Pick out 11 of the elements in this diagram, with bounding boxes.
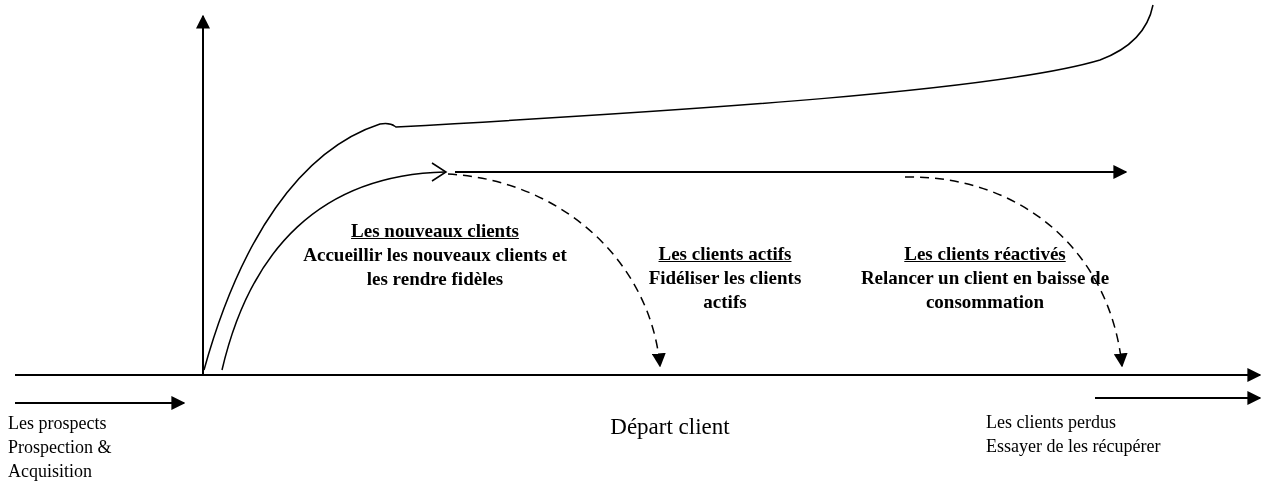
stage-label: Les clients perdus	[986, 411, 1117, 434]
axis-label: Départ client	[609, 415, 731, 439]
segment-heading: Les clients réactivés	[903, 242, 1067, 266]
segment-heading: Les clients actifs	[657, 242, 793, 266]
stage-label: Les prospects	[8, 412, 108, 435]
segment-description: Relancer un client en baisse de consommation	[859, 266, 1111, 314]
segment-description: Fidéliser les clients actifs	[647, 266, 803, 314]
segment-heading: Les nouveaux clients	[350, 219, 520, 243]
segment-description: Accueillir les nouveaux clients et les rendre fidèles	[302, 243, 568, 291]
stage-description: Prospection & Acquisition	[8, 436, 113, 483]
stage-description: Essayer de les récupérer	[986, 435, 1162, 458]
